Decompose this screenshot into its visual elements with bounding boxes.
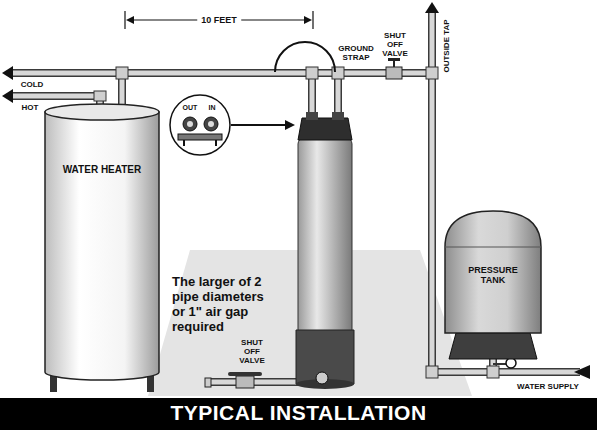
valve-inset-part [187, 121, 193, 127]
top-shutoff-valve [386, 58, 402, 79]
water-heater-shape [42, 98, 162, 394]
valve-inset-part [204, 117, 218, 131]
valve-inset-part [208, 121, 214, 127]
valve-inset [170, 95, 295, 155]
dimension-line-part [312, 11, 313, 29]
callout-label: WATER SUPPLY [517, 382, 579, 391]
ground-strap [275, 42, 335, 72]
tank-body [445, 211, 541, 333]
port-label: IN [209, 104, 216, 112]
flow-arrows [2, 2, 590, 379]
pipe-fittings-part [426, 366, 438, 378]
flow-arrows-part [425, 2, 439, 13]
flow-arrows-part [2, 89, 13, 103]
dimension-line [125, 11, 313, 29]
water-softener-part [316, 372, 328, 384]
water-softener-part [306, 112, 318, 120]
valve-inset-part [215, 140, 217, 146]
callout-label: SHUT OFF VALVE [376, 31, 414, 59]
node-label: WATER HEATER [60, 164, 144, 176]
dimension-label: 10 FEET [197, 15, 241, 25]
flow-label: COLD [21, 80, 44, 89]
dimension-line-part [124, 11, 125, 29]
pipe-outline [12, 12, 580, 382]
valve-inset-part [178, 134, 222, 140]
dimension-line-part [126, 16, 134, 24]
water-heater: WATER HEATER [42, 98, 162, 394]
pressure-gauge-part [493, 363, 506, 365]
callout-label: SHUT OFF VALVE [233, 338, 271, 366]
valve-inset-part [170, 95, 230, 155]
pipe-fittings-part [426, 67, 438, 79]
callout-label: OUTSIDE TAP [442, 19, 451, 72]
top-shutoff-valve-part [393, 61, 395, 67]
bottom-shutoff-valve-part [236, 376, 254, 388]
callout-label: GROUND STRAP [338, 44, 374, 62]
valve-inset-part [231, 124, 288, 126]
pipe-fittings-part [487, 366, 499, 378]
water-softener [296, 112, 354, 389]
node-label: PRESSURE TANK [461, 265, 525, 286]
pipe-fittings-part [306, 67, 318, 79]
top-shutoff-valve-part [386, 67, 402, 79]
valve-inset-part [183, 117, 197, 131]
pipe-fittings-part [332, 67, 344, 79]
bottom-shutoff-valve [205, 372, 262, 388]
flow-arrows-part [2, 66, 13, 80]
tank-seam [445, 247, 541, 248]
bottom-shutoff-valve-part [228, 372, 262, 376]
note-text: The larger of 2 pipe diameters or 1" air… [172, 275, 276, 335]
pipe-fill [12, 12, 580, 382]
valve-inset-part [183, 140, 185, 146]
water-softener-part [298, 118, 352, 140]
water-softener-part [296, 330, 354, 387]
tank-base [449, 333, 537, 359]
diagram-title: TYPICAL INSTALLATION [0, 401, 597, 425]
valve-inset-part [285, 120, 295, 130]
title-bar [0, 398, 597, 430]
heater-body [45, 112, 159, 380]
pipe-fittings-part [116, 67, 128, 79]
water-softener-part [332, 112, 344, 120]
pipe-fittings-part [94, 91, 106, 101]
flow-label: HOT [22, 103, 39, 112]
flow-arrows-part [574, 365, 590, 379]
pressure-tank: PRESSURE TANK [440, 205, 546, 361]
port-label: OUT [183, 104, 198, 112]
heater-top [45, 104, 159, 120]
dimension-line-part [304, 16, 312, 24]
bottom-shutoff-valve-part [205, 378, 211, 387]
water-softener-part [298, 138, 352, 338]
